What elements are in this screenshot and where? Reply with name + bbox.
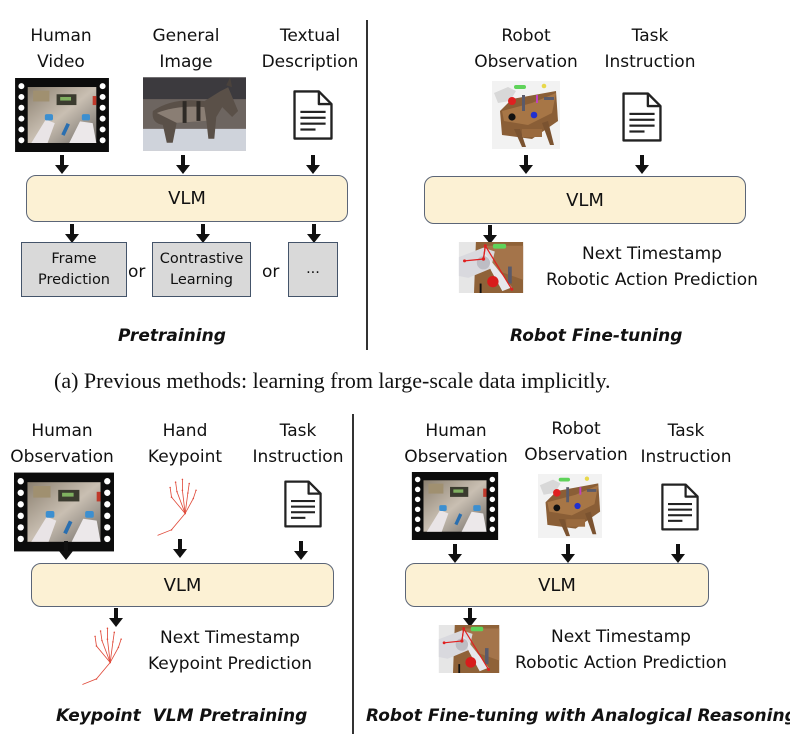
document-icon (283, 478, 323, 530)
divider (366, 20, 368, 350)
film-strip-video-icon (10, 78, 114, 152)
arrow-down-icon (447, 544, 463, 564)
keypoint-prediction-icon (80, 626, 128, 688)
arrow-down-icon (58, 541, 74, 561)
document-icon (660, 482, 700, 532)
robot-action-prediction-icon (457, 242, 525, 293)
arrow-down-icon (195, 224, 211, 244)
arrow-down-icon (54, 155, 70, 175)
output-box-ellipsis: ... (288, 242, 338, 297)
donkey-photo-icon (143, 77, 246, 151)
arrow-down-icon (175, 155, 191, 175)
document-icon (292, 88, 334, 142)
arrow-down-icon (108, 608, 124, 628)
arrow-down-icon (634, 155, 650, 175)
vlm-block: VLM (26, 175, 348, 222)
section-title-finetuning-analogical-reasoning: Robot Fine-tuning with Analogical Reason… (366, 706, 790, 726)
vlm-label: VLM (163, 574, 202, 596)
vlm-label: VLM (538, 574, 576, 596)
robot-action-prediction-icon (437, 625, 501, 673)
arrow-down-icon (306, 224, 322, 244)
hand-keypoint-icon (155, 478, 203, 538)
arrow-down-icon (172, 539, 188, 559)
arrow-down-icon (305, 155, 321, 175)
document-icon (621, 91, 663, 143)
robot-scene-icon (538, 474, 602, 538)
or-connector: or (262, 262, 280, 282)
arrow-down-icon (560, 544, 576, 564)
arrow-down-icon (64, 224, 80, 244)
vlm-label: VLM (566, 189, 604, 211)
arrow-down-icon (518, 155, 534, 175)
arrow-down-icon (670, 544, 686, 564)
film-strip-video-icon (14, 472, 114, 552)
vlm-block: VLM (31, 563, 334, 607)
arrow-down-icon (293, 541, 309, 561)
caption-a: (a) Previous methods: learning from larg… (54, 368, 611, 393)
section-title-pretraining: Pretraining (118, 326, 226, 346)
vlm-block: VLM (424, 176, 746, 224)
section-title-robot-finetuning: Robot Fine-tuning (510, 326, 683, 346)
film-strip-video-icon (405, 472, 505, 540)
robot-scene-icon (492, 81, 560, 149)
vlm-block: VLM (405, 563, 709, 607)
divider (352, 414, 354, 734)
section-title-keypoint-vlm-pretraining: Keypoint VLM Pretraining (56, 706, 308, 726)
or-connector: or (128, 262, 146, 282)
vlm-label: VLM (168, 188, 206, 209)
